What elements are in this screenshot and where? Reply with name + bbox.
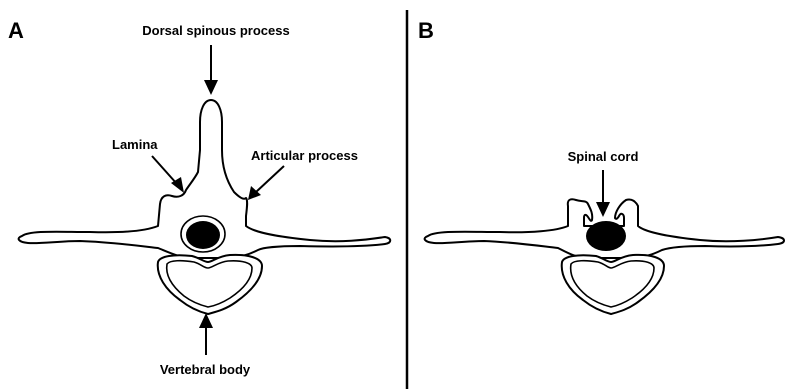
arrow-articular-process [256, 166, 284, 192]
panel-b-label: B [418, 18, 434, 43]
annotation-spinal-cord: Spinal cord [568, 149, 639, 164]
panel-b: B Spinal cord [418, 18, 784, 314]
annotation-articular-process: Articular process [251, 148, 358, 163]
annotation-vertebral-body: Vertebral body [160, 362, 251, 377]
arrowhead-vertebral-body [199, 313, 213, 328]
panel-a: A Dorsal spinous process Lamina Articula… [8, 18, 390, 377]
panel-a-spinal-cord [186, 221, 220, 249]
panel-b-vertebral-body-outer [562, 255, 664, 314]
annotation-lamina: Lamina [112, 137, 158, 152]
arrowhead-spinal-cord [596, 202, 610, 217]
arrow-lamina [152, 156, 177, 184]
arrowhead-dorsal-spinous-process [204, 80, 218, 95]
annotation-dorsal-spinous-process: Dorsal spinous process [142, 23, 289, 38]
panel-a-label: A [8, 18, 24, 43]
panel-b-spinal-cord [586, 221, 626, 251]
